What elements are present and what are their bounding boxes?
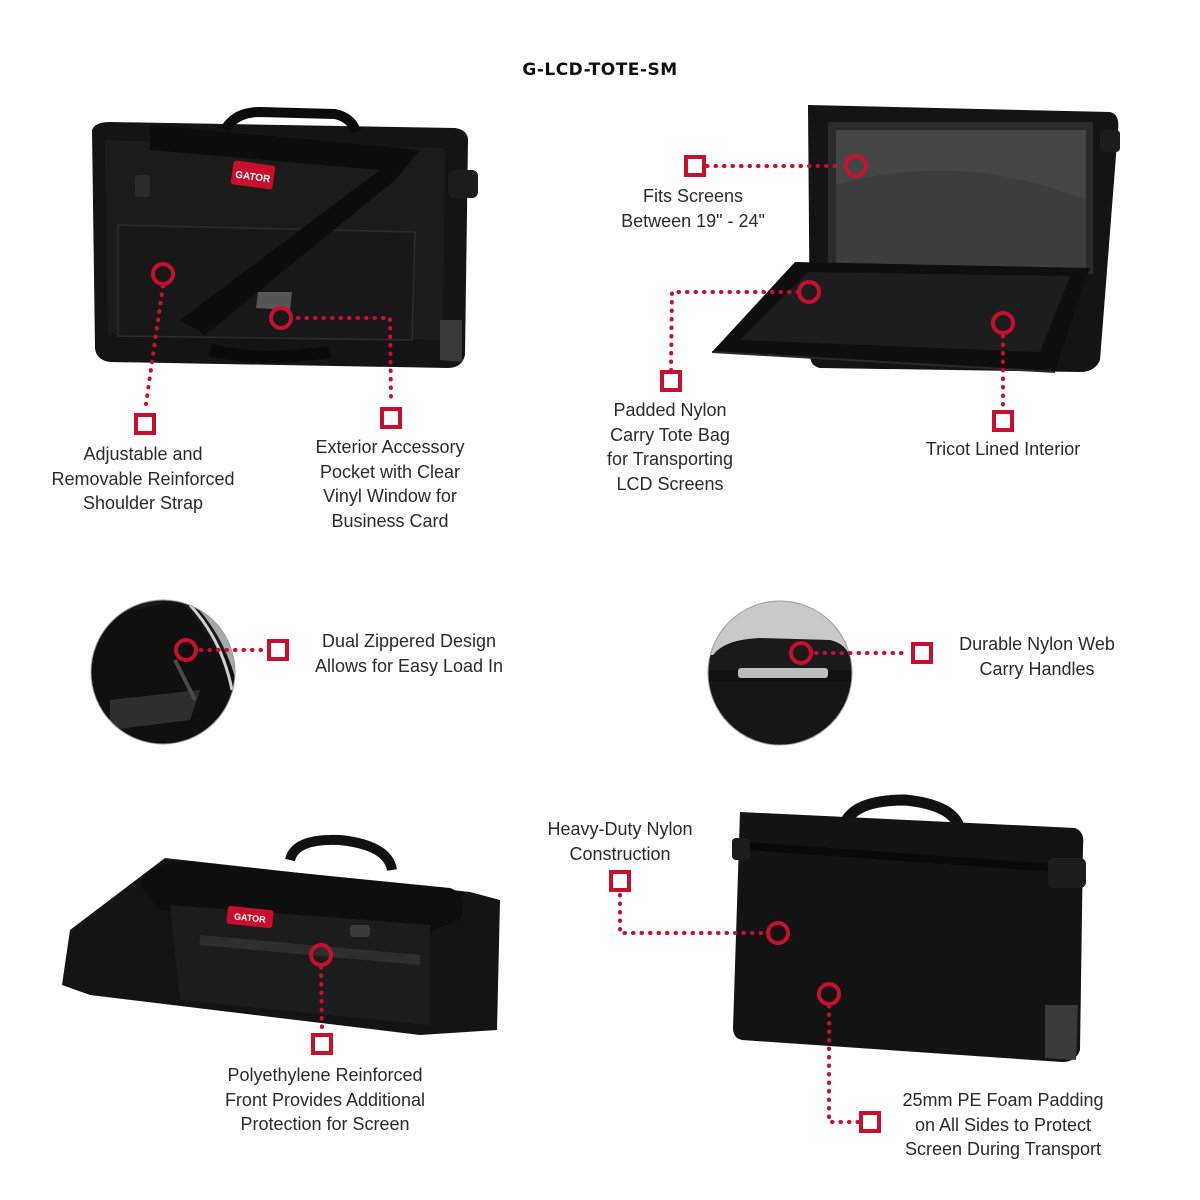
caption-shoulder-strap: Adjustable and Removable Reinforced Shou… — [51, 444, 235, 513]
callout-squares — [134, 155, 1014, 1133]
caption-exterior-pocket: Exterior Accessory Pocket with Clear Vin… — [315, 437, 465, 531]
label-marker-screen — [684, 155, 706, 177]
caption-tricot-interior: Tricot Lined Interior — [925, 439, 1081, 459]
marker-ring-screen — [844, 154, 868, 178]
svg-text:GATOR: GATOR — [234, 911, 267, 924]
label-marker-zipper — [267, 639, 289, 661]
bag-front-closed-image: GATOR — [92, 106, 478, 368]
gator-logo-patch-2: GATOR — [226, 905, 274, 929]
marker-ring-front — [309, 943, 333, 967]
bag-upright-image — [732, 794, 1086, 1062]
bag-open-with-screen-image — [711, 105, 1120, 373]
svg-text:GATOR: GATOR — [234, 170, 271, 186]
label-marker-strap — [134, 413, 156, 435]
handle-detail-image — [707, 600, 853, 746]
label-marker-tricot — [992, 410, 1014, 432]
callout-markers — [151, 154, 1015, 1006]
marker-ring-handles — [789, 641, 813, 665]
marker-ring-tricot — [991, 311, 1015, 335]
caption-carry-handles: Durable Nylon Web Carry Handles — [959, 634, 1115, 679]
marker-ring-pocket — [269, 306, 293, 330]
caption-fits-screens: Fits Screens Between 19" - 24" — [621, 186, 765, 231]
marker-ring-foam — [817, 982, 841, 1006]
caption-padded-nylon: Padded Nylon Carry Tote Bag for Transpor… — [606, 400, 734, 494]
label-marker-padded — [660, 370, 682, 392]
caption-foam-padding: 25mm PE Foam Padding on All Sides to Pro… — [902, 1090, 1104, 1159]
label-marker-pocket — [380, 407, 402, 429]
marker-ring-strap — [151, 262, 175, 286]
label-marker-front — [311, 1033, 333, 1055]
callout-leaders — [144, 164, 1005, 1124]
product-model-title: G-LCD-TOTE-SM — [522, 60, 678, 80]
marker-ring-nylon — [766, 921, 790, 945]
caption-pe-front: Polyethylene Reinforced Front Provides A… — [224, 1065, 426, 1134]
label-marker-handles — [911, 642, 933, 664]
caption-dual-zipper: Dual Zippered Design Allows for Easy Loa… — [314, 631, 504, 676]
marker-ring-padded — [797, 280, 821, 304]
caption-heavy-duty: Heavy-Duty Nylon Construction — [547, 819, 693, 864]
label-marker-foam — [859, 1111, 881, 1133]
gator-logo-patch: GATOR — [230, 160, 276, 190]
marker-ring-zipper — [174, 638, 198, 662]
zipper-detail-image — [90, 599, 236, 745]
label-marker-nylon — [609, 870, 631, 892]
bag-lying-flat-image: GATOR — [62, 834, 500, 1035]
